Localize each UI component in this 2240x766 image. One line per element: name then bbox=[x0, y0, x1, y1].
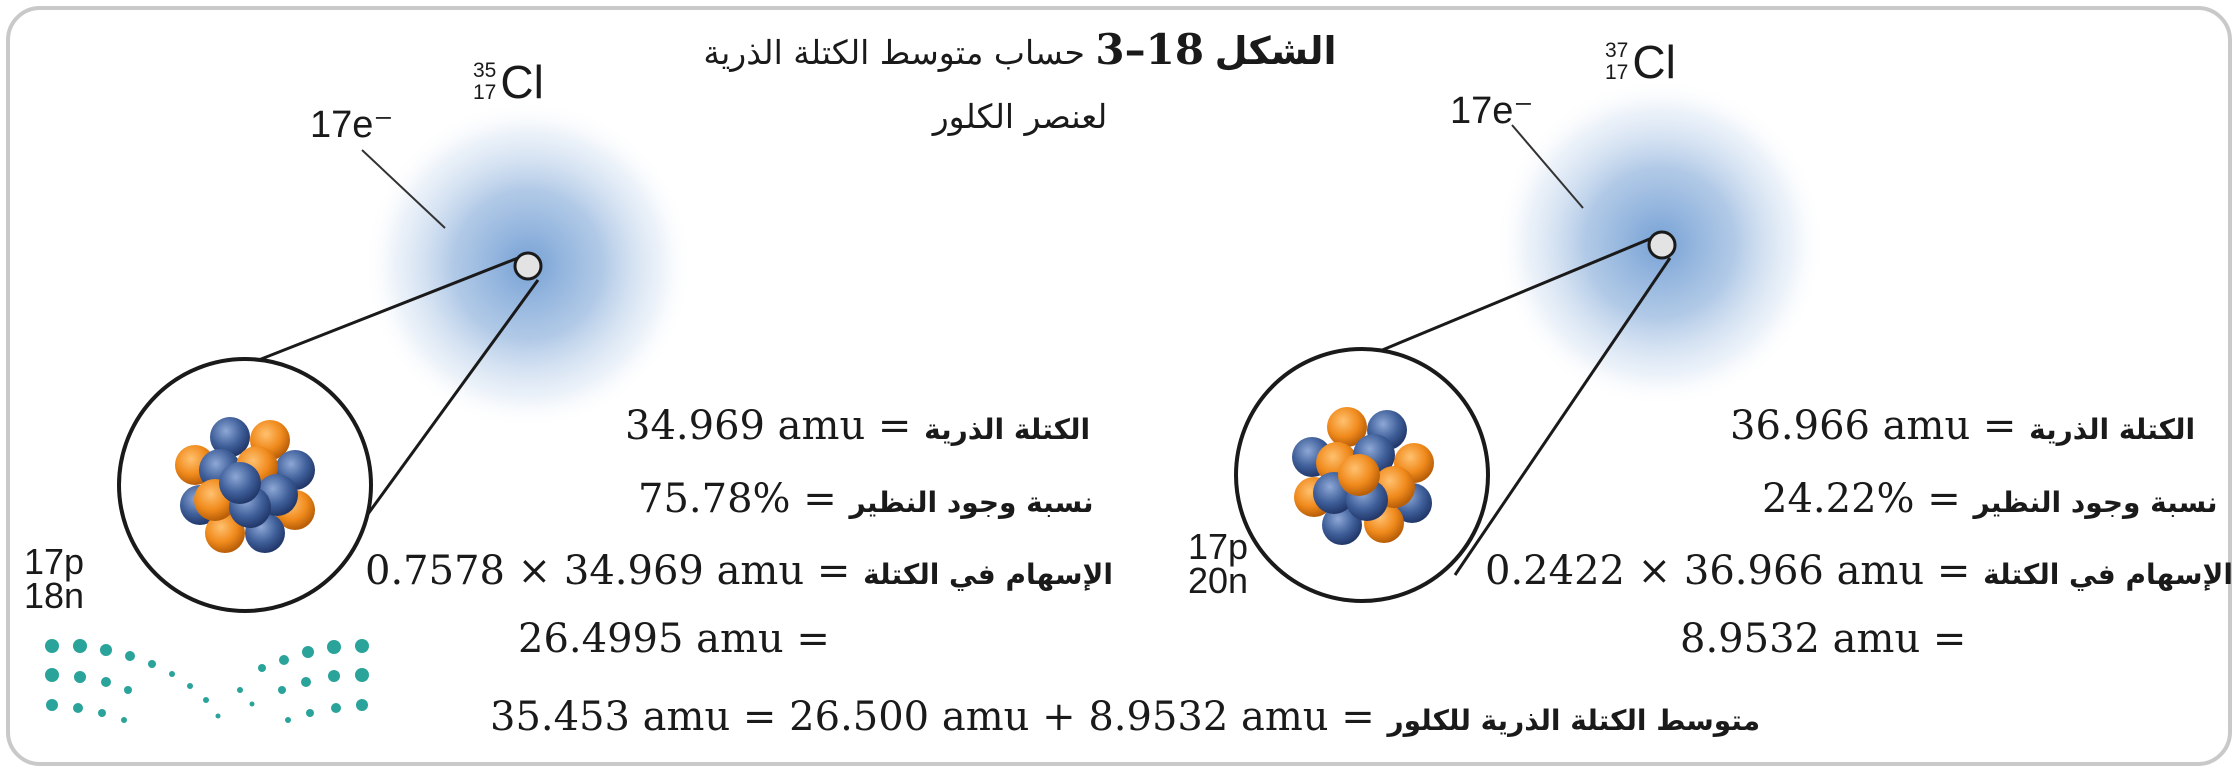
figure-label: الشكل bbox=[1215, 29, 1337, 73]
left-mass-number: 35 bbox=[473, 60, 496, 82]
right-element-symbol: Cl bbox=[1632, 35, 1675, 89]
left-particle-counts: 17p 18n bbox=[24, 545, 84, 613]
right-contribution-label: الإسهام في الكتلة bbox=[1983, 558, 2233, 591]
left-mass-row: 34.969 amu = الكتلة الذرية bbox=[625, 403, 1090, 449]
average-result: 35.453 amu bbox=[490, 694, 730, 740]
average-expression: 26.500 amu + 8.9532 amu bbox=[789, 694, 1328, 740]
logo-dots bbox=[45, 639, 369, 723]
right-abundance-value: 24.22% bbox=[1762, 476, 1915, 522]
left-abundance-label: نسبة وجود النظير bbox=[849, 486, 1093, 519]
left-abundance-value: 75.78% bbox=[638, 476, 791, 522]
right-mass-row: 36.966 amu = الكتلة الذرية bbox=[1730, 403, 2195, 449]
right-mass-label: الكتلة الذرية bbox=[2029, 413, 2195, 446]
right-mass-value: 36.966 amu bbox=[1730, 403, 1970, 449]
left-atomic-number: 17 bbox=[473, 82, 496, 104]
average-label: متوسط الكتلة الذرية للكلور bbox=[1388, 704, 1761, 737]
left-electron-count: 17e⁻ bbox=[310, 102, 393, 147]
right-particle-counts: 17p 20n bbox=[1188, 530, 1248, 598]
left-proton-count: 17p bbox=[24, 545, 84, 579]
right-proton-count: 17p bbox=[1188, 530, 1248, 564]
figure-title-line1: حساب متوسط الكتلة الذرية bbox=[703, 33, 1084, 72]
right-contribution-result: 8.9532 amu bbox=[1680, 616, 1920, 662]
left-contribution-expr: 0.7578 × 34.969 amu bbox=[365, 548, 804, 594]
right-result-row: 8.9532 amu = bbox=[1680, 616, 1966, 662]
right-atomic-number: 17 bbox=[1605, 62, 1628, 84]
right-neutron-count: 20n bbox=[1188, 564, 1248, 598]
left-mass-value: 34.969 amu bbox=[625, 403, 865, 449]
left-contribution-label: الإسهام في الكتلة bbox=[863, 558, 1113, 591]
right-mass-number: 37 bbox=[1605, 40, 1628, 62]
right-isotope-symbol: 37 17 Cl bbox=[1605, 35, 1676, 89]
average-row: 35.453 amu = 26.500 amu + 8.9532 amu = م… bbox=[490, 694, 1760, 740]
left-isotope-symbol: 35 17 Cl bbox=[473, 55, 544, 109]
left-mass-label: الكتلة الذرية bbox=[924, 413, 1090, 446]
right-abundance-row: 24.22% = نسبة وجود النظير bbox=[1762, 476, 2218, 522]
right-contribution-expr: 0.2422 × 36.966 amu bbox=[1485, 548, 1924, 594]
left-element-symbol: Cl bbox=[500, 55, 543, 109]
left-abundance-row: 75.78% = نسبة وجود النظير bbox=[638, 476, 1094, 522]
left-contribution-result: 26.4995 amu bbox=[518, 616, 784, 662]
right-electron-count: 17e⁻ bbox=[1450, 88, 1533, 133]
figure-number: 18–3 bbox=[1095, 25, 1204, 74]
left-neutron-count: 18n bbox=[24, 579, 84, 613]
left-contribution-row: 0.7578 × 34.969 amu = الإسهام في الكتلة bbox=[365, 548, 1113, 594]
left-result-row: 26.4995 amu = bbox=[518, 616, 830, 662]
figure-title-line2: لعنصر الكلور bbox=[640, 85, 1400, 149]
right-contribution-row: 0.2422 × 36.966 amu = الإسهام في الكتلة bbox=[1485, 548, 2233, 594]
figure-title: الشكل 18–3 حساب متوسط الكتلة الذرية لعنص… bbox=[640, 18, 1400, 149]
right-abundance-label: نسبة وجود النظير bbox=[1973, 486, 2217, 519]
